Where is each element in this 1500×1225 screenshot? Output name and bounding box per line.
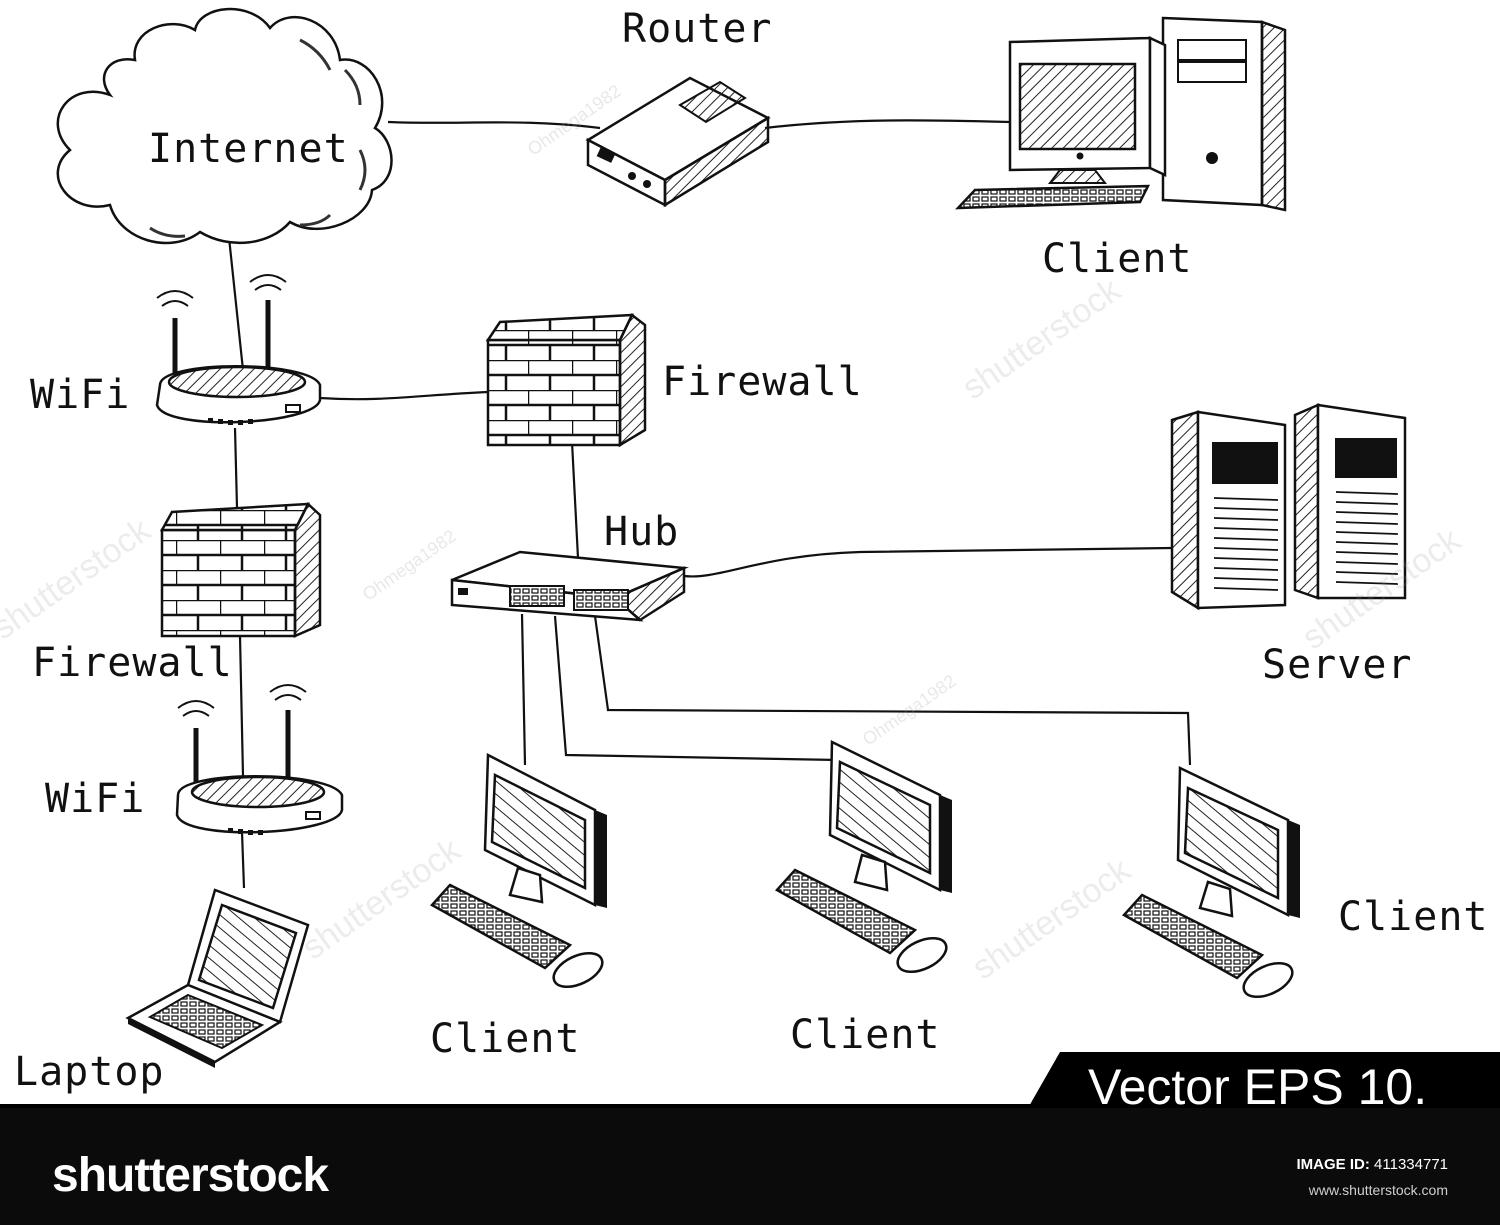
link-hub-client3	[593, 615, 1192, 766]
firewall-center-icon: Firewall	[485, 313, 863, 448]
wifi-top-label: WiFi	[30, 372, 130, 418]
firewall-left-icon: Firewall	[32, 501, 322, 686]
image-id-label: IMAGE ID:	[1296, 1156, 1370, 1173]
internet-label: Internet	[148, 126, 349, 172]
link-wifi-laptop	[240, 831, 246, 889]
footer-image-id: IMAGE ID: 411334771	[1297, 1156, 1448, 1173]
link-firewall-wifi-bottom	[238, 635, 245, 777]
link-hub-server	[683, 546, 1173, 578]
router-label: Router	[622, 6, 773, 52]
client-1-computer-icon: Client	[430, 752, 607, 1062]
link-internet-router	[387, 120, 601, 130]
client-top-computer-icon: Client	[955, 16, 1287, 282]
client-3-computer-icon: Client	[1122, 766, 1489, 999]
server-icon: Server	[1170, 403, 1413, 688]
laptop-label: Laptop	[14, 1049, 165, 1095]
connections	[226, 119, 1192, 889]
link-hub-client1	[520, 613, 527, 766]
footer-top-strip	[0, 1104, 1500, 1110]
client-top-label: Client	[1042, 236, 1193, 282]
link-router-client	[764, 119, 1011, 130]
firewall-center-label: Firewall	[662, 359, 863, 405]
link-internet-wifi	[226, 227, 245, 371]
internet-cloud-icon: Internet	[56, 7, 393, 245]
link-firewall-hub	[570, 441, 580, 559]
vector-eps-banner	[1028, 1052, 1500, 1108]
footer-url: www.shutterstock.com	[1308, 1182, 1448, 1198]
wifi-top-icon: WiFi	[30, 274, 322, 425]
client-2-label: Client	[790, 1012, 941, 1058]
link-wifi-firewall-left	[233, 427, 239, 509]
client-2-computer-icon: Client	[775, 740, 952, 1058]
wifi-bottom-label: WiFi	[45, 776, 145, 822]
client-1-label: Client	[430, 1016, 581, 1062]
server-label: Server	[1262, 642, 1413, 688]
link-wifi-firewall	[319, 390, 489, 401]
image-id-value: 411334771	[1374, 1156, 1448, 1173]
wifi-bottom-icon: WiFi	[45, 684, 344, 835]
firewall-left-label: Firewall	[32, 640, 233, 686]
laptop-icon: Laptop	[14, 888, 310, 1095]
router-icon: Router	[585, 6, 773, 208]
hub-label: Hub	[604, 509, 679, 555]
link-hub-client2	[553, 615, 839, 762]
vector-eps-text: Vector EPS 10.	[1088, 1059, 1428, 1115]
hub-icon: Hub	[450, 509, 689, 622]
footer-bar	[0, 1108, 1500, 1225]
footer-brand-logo: shutterstock	[52, 1149, 329, 1202]
client-3-label: Client	[1338, 894, 1489, 940]
